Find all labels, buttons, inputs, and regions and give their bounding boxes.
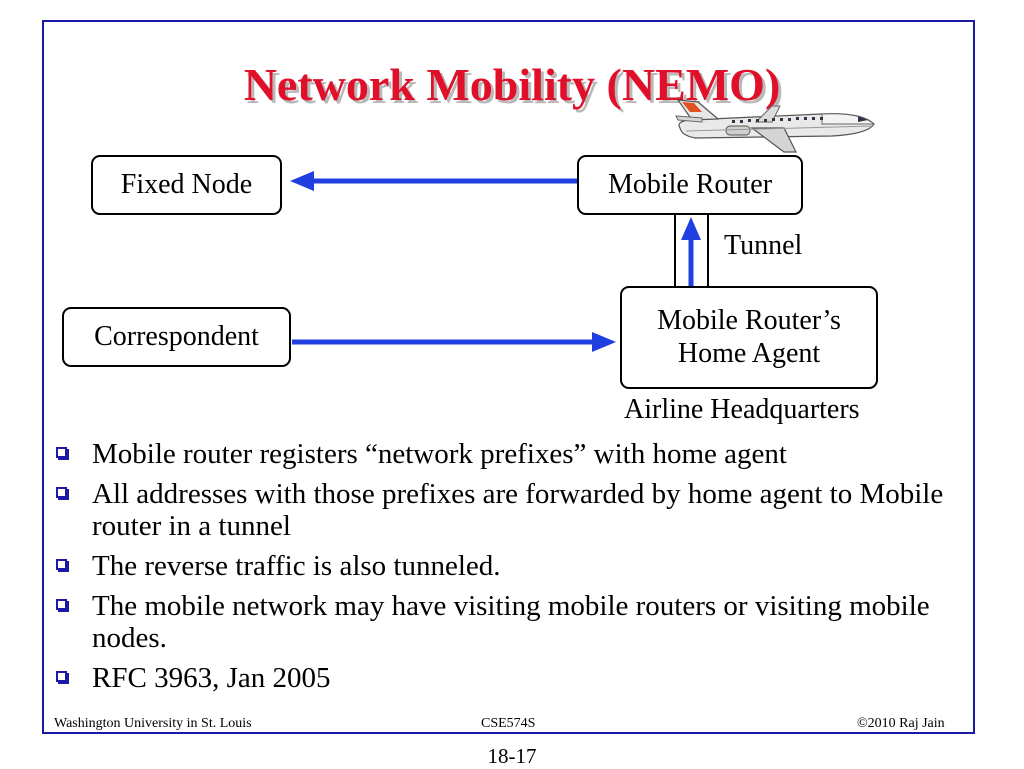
footer-course: CSE574S xyxy=(481,716,536,731)
airplane-icon xyxy=(675,99,876,153)
correspondent-box: Correspondent xyxy=(62,307,291,367)
arrow-mobile-router-to-fixed-node xyxy=(290,171,577,191)
bullet-text: The mobile network may have visiting mob… xyxy=(92,590,930,654)
airline-headquarters-label: Airline Headquarters xyxy=(624,394,860,425)
bullet-list: Mobile router registers “network prefixe… xyxy=(52,438,962,702)
bullet-text: Mobile router registers “network prefixe… xyxy=(92,438,787,470)
footer-university: Washington University in St. Louis xyxy=(54,716,252,731)
bullet-text: The reverse traffic is also tunneled. xyxy=(92,550,501,582)
fixed-node-box: Fixed Node xyxy=(91,155,282,215)
square-bullet-icon xyxy=(56,487,67,498)
arrow-correspondent-to-home-agent xyxy=(292,332,616,352)
bullet-item: The reverse traffic is also tunneled. xyxy=(52,550,962,582)
mobile-router-box: Mobile Router xyxy=(577,155,803,215)
bullet-item: The mobile network may have visiting mob… xyxy=(52,590,962,654)
square-bullet-icon xyxy=(56,671,67,682)
bullet-item: RFC 3963, Jan 2005 xyxy=(52,662,962,694)
page-number: 18-17 xyxy=(487,744,537,768)
correspondent-label: Correspondent xyxy=(94,320,259,352)
square-bullet-icon xyxy=(56,559,67,570)
footer-copyright: ©2010 Raj Jain xyxy=(857,716,945,731)
square-bullet-icon xyxy=(56,599,67,610)
slide-title: Network Mobility (NEMO) xyxy=(243,59,781,110)
bullet-item: All addresses with those prefixes are fo… xyxy=(52,478,962,542)
bullet-item: Mobile router registers “network prefixe… xyxy=(52,438,962,470)
home-agent-label-line2: Home Agent xyxy=(677,337,821,369)
bullet-text: All addresses with those prefixes are fo… xyxy=(92,478,944,542)
fixed-node-label: Fixed Node xyxy=(120,168,253,200)
home-agent-box: Mobile Router’s Home Agent xyxy=(620,286,878,389)
mobile-router-label: Mobile Router xyxy=(607,168,773,200)
home-agent-label-line1: Mobile Router’s xyxy=(657,305,841,337)
arrow-tunnel-up xyxy=(681,217,701,287)
tunnel-pipe xyxy=(674,215,709,287)
tunnel-label: Tunnel xyxy=(724,230,803,261)
square-bullet-icon xyxy=(56,447,67,458)
bullet-text: RFC 3963, Jan 2005 xyxy=(92,662,331,694)
